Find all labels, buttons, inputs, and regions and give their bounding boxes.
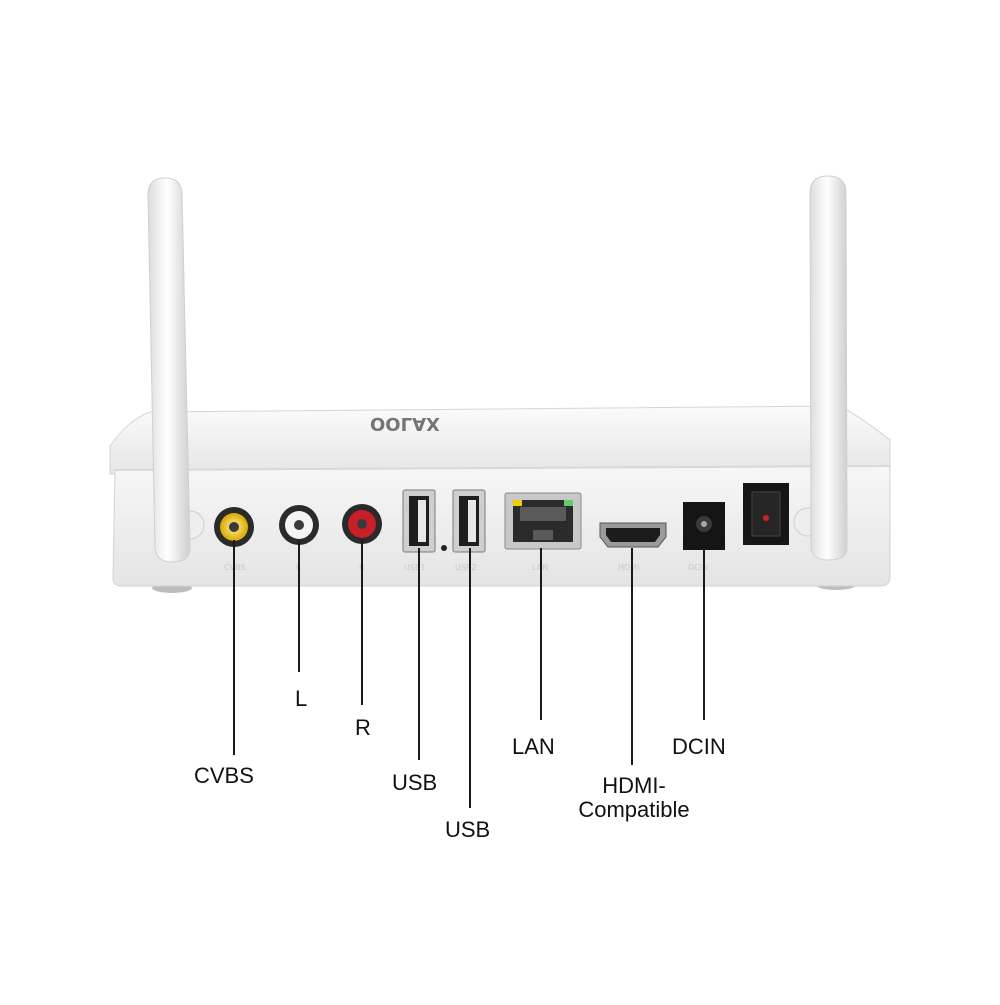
callout-hdmi: HDMI- Compatible: [566, 774, 702, 822]
callout-lan: LAN: [512, 734, 555, 759]
panel-label-usb1: USB1: [404, 563, 426, 572]
lan-port[interactable]: [504, 492, 582, 550]
logo-mark: OOLAX: [370, 413, 440, 434]
device-top: [109, 405, 891, 475]
dcin-port[interactable]: [683, 502, 725, 550]
panel-label-hdmi: HDMI: [618, 563, 639, 572]
callout-l: L: [295, 686, 308, 711]
usb-port-2[interactable]: [452, 489, 486, 553]
power-switch[interactable]: [743, 483, 789, 545]
callout-hdmi-line-2: Compatible: [578, 797, 690, 822]
audio-l-port[interactable]: [279, 505, 319, 545]
callout-usb-1: USB: [392, 770, 438, 795]
callout-dcin: DCIN: [672, 734, 726, 759]
leader-lines: [233, 540, 705, 808]
panel-label-usb2: USB2: [455, 563, 477, 572]
logo-text: OOLAX: [370, 413, 440, 434]
hdmi-port[interactable]: [599, 522, 667, 548]
audio-r-port[interactable]: [342, 504, 382, 544]
callout-r: R: [355, 715, 371, 740]
antenna-left: [147, 177, 191, 563]
device-front: [112, 465, 891, 587]
antenna-right: [809, 175, 848, 561]
callout-cvbs: CVBS: [194, 763, 254, 788]
cvbs-port[interactable]: [214, 507, 254, 547]
usb-port-1[interactable]: [402, 489, 436, 553]
panel-label-dcin: DCIN: [688, 563, 708, 572]
callout-usb-2: USB: [445, 817, 491, 842]
panel-small-labels: CVBS L R USB1 USB2 LAN HDMI DCIN: [224, 563, 708, 572]
callout-hdmi-line-1: HDMI-: [602, 773, 666, 798]
